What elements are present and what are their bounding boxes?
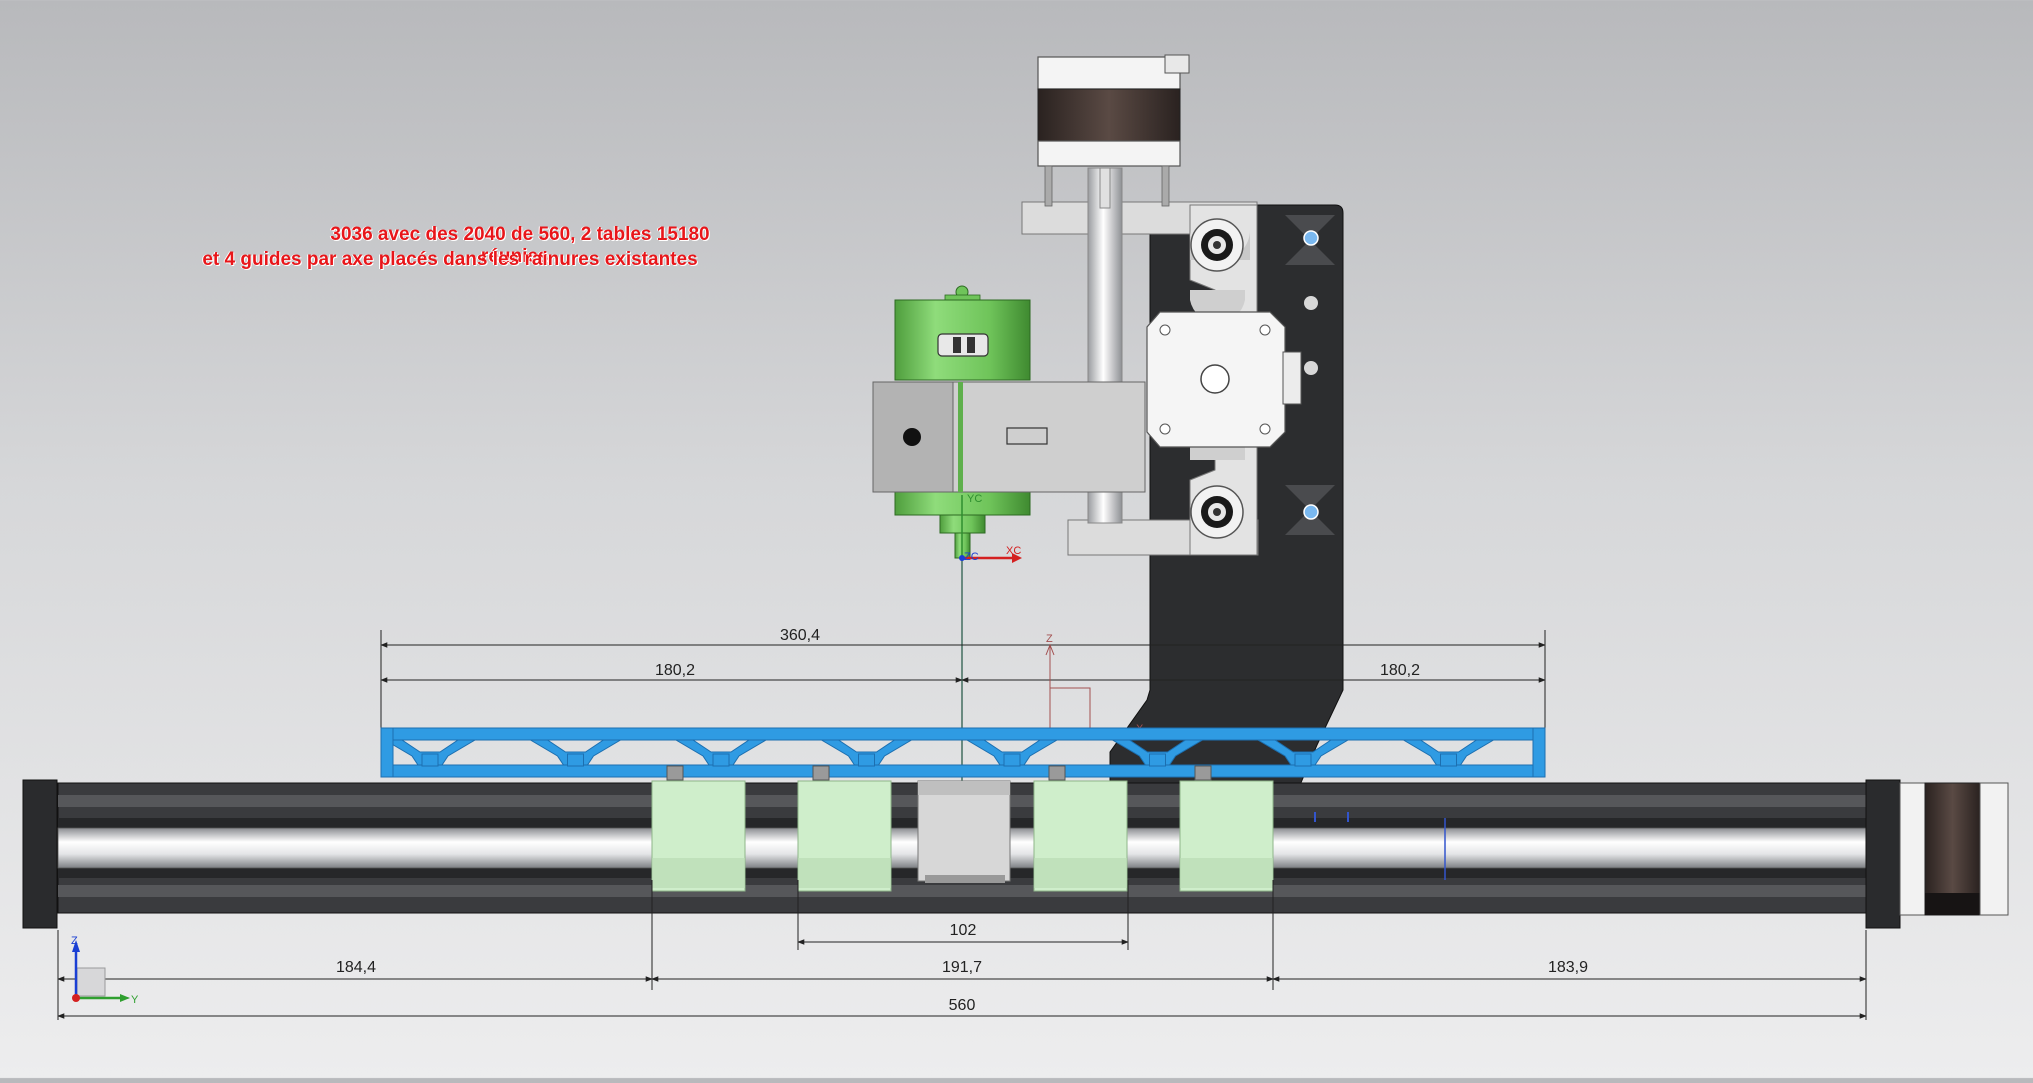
screw-hole [1304, 296, 1318, 310]
t-slot [528, 739, 623, 767]
z-nut-stepper [1146, 311, 1302, 448]
t-slot [383, 739, 477, 767]
rail-dimensions [57, 880, 1867, 1020]
carriage-block [797, 765, 892, 892]
spindle-clamp [872, 381, 1146, 493]
tool-zc-label: ZC [964, 551, 979, 563]
annotation-line-1: 3036 avec des 2040 de 560, 2 tables 1518… [330, 224, 710, 267]
end-plate-right [1865, 779, 1901, 929]
triad-z-label: Z [71, 935, 78, 947]
triad-y-label: Y [131, 994, 139, 1006]
tool-csys: YC ZC XC [959, 493, 1022, 563]
nut-block [917, 780, 1011, 883]
t-slot [965, 739, 1059, 767]
t-slot [674, 739, 768, 767]
dim-table-left: 180,2 [655, 662, 695, 679]
annotation-line-2: et 4 guides par axe placés dans les rain… [202, 249, 698, 270]
end-plate-left [22, 779, 58, 929]
carriage-block [1179, 765, 1274, 892]
t-slot [1401, 739, 1496, 767]
x-stepper-motor [1899, 782, 2009, 916]
carriage-block [1033, 765, 1128, 892]
tool-yc-label: YC [967, 493, 982, 505]
v-wheel-bottom [1190, 485, 1244, 539]
screw-hole [1304, 361, 1318, 375]
screw-hole [1303, 230, 1319, 246]
dim-carriage-spacing: 102 [950, 922, 977, 939]
table-csys: Z X [1045, 633, 1144, 735]
z-stepper-motor [1037, 54, 1190, 207]
dim-rail-total: 560 [949, 997, 976, 1014]
t-slot [819, 739, 914, 767]
table-z-label: Z [1046, 633, 1053, 645]
view-triad: Z Y [71, 935, 139, 1006]
screw-hole [1303, 504, 1319, 520]
tool-xc-label: XC [1006, 545, 1021, 557]
dim-rail-left: 184,4 [336, 959, 376, 976]
dim-table-right: 180,2 [1380, 662, 1420, 679]
carriage-block [651, 765, 746, 892]
carriages [651, 765, 1274, 892]
t-slot [1110, 739, 1205, 767]
dim-rail-middle: 191,7 [942, 959, 982, 976]
v-wheel-top [1190, 218, 1250, 272]
dim-rail-right: 183,9 [1548, 959, 1588, 976]
t-slot [1256, 739, 1350, 767]
aluminium-table [380, 727, 1546, 778]
dim-table-total: 360,4 [780, 627, 820, 644]
